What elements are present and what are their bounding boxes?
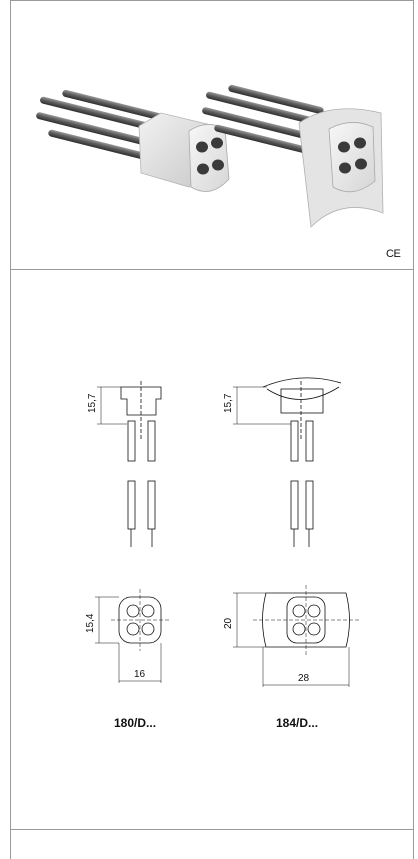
- divider-bottom: [10, 829, 414, 830]
- product-photo: [36, 84, 384, 228]
- dim-184-width: 28: [298, 673, 310, 684]
- front-view-180: [95, 589, 169, 683]
- product-180-photo: [36, 89, 230, 192]
- side-view-180: [97, 381, 162, 547]
- front-view-184: [233, 585, 361, 687]
- technical-drawing: 15,7 15,7 15,4 20 16 28: [85, 377, 361, 687]
- divider-top: [10, 0, 414, 1]
- divider-photo: [10, 269, 414, 270]
- product-code-180: 180/D...: [114, 716, 157, 730]
- ce-mark: CE: [386, 248, 401, 260]
- product-code-184: 184/D...: [276, 716, 319, 730]
- dim-180-height: 15,4: [85, 613, 96, 633]
- product-184-photo: [202, 84, 384, 228]
- side-view-184: [233, 377, 342, 547]
- dim-184-side: 15,7: [223, 393, 234, 413]
- dim-184-height: 20: [223, 617, 234, 629]
- dim-180-width: 16: [134, 669, 146, 680]
- dim-180-side: 15,7: [87, 393, 98, 413]
- page-frame: [10, 0, 414, 859]
